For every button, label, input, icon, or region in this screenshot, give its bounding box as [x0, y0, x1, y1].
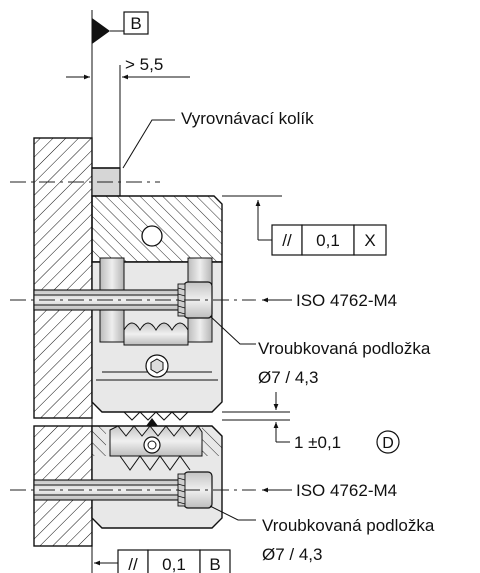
dim-value: > 5,5	[125, 55, 163, 74]
datum-letter: B	[130, 14, 141, 33]
fcf-bottom-datum: B	[209, 555, 220, 573]
dim-pin-offset: > 5,5	[66, 55, 190, 175]
gap-value: 1 ±0,1	[294, 433, 341, 452]
fcf-bottom-symbol: //	[128, 555, 138, 573]
gap-dimension: 1 ±0,1 D	[222, 392, 400, 454]
screw-lower-label: ISO 4762-M4	[296, 481, 397, 500]
pin-callout: Vyrovnávací kolík	[122, 109, 314, 169]
fcf-top-symbol: //	[282, 231, 292, 250]
fcf-bottom: // 0,1 B	[94, 549, 231, 573]
fcf-top-datum: X	[364, 231, 375, 250]
washer-lower-name: Vroubkovaná podložka	[262, 516, 435, 535]
fcf-top-tolerance: 0,1	[316, 231, 340, 250]
datum-frame	[123, 11, 149, 35]
base-plate-upper	[33, 137, 93, 419]
washer-lower-size: Ø7 / 4,3	[262, 545, 322, 564]
gap-circled-letter: D	[382, 435, 394, 452]
fcf-top: // 0,1 X	[222, 195, 387, 256]
washer-upper-name: Vroubkovaná podložka	[258, 339, 431, 358]
pin-label: Vyrovnávací kolík	[181, 109, 314, 128]
alignment-pin	[91, 167, 121, 197]
fcf-bottom-tolerance: 0,1	[162, 555, 186, 573]
washer-upper-size: Ø7 / 4,3	[258, 368, 318, 387]
screw-upper-label: ISO 4762-M4	[296, 291, 397, 310]
datum-triangle	[92, 18, 110, 44]
